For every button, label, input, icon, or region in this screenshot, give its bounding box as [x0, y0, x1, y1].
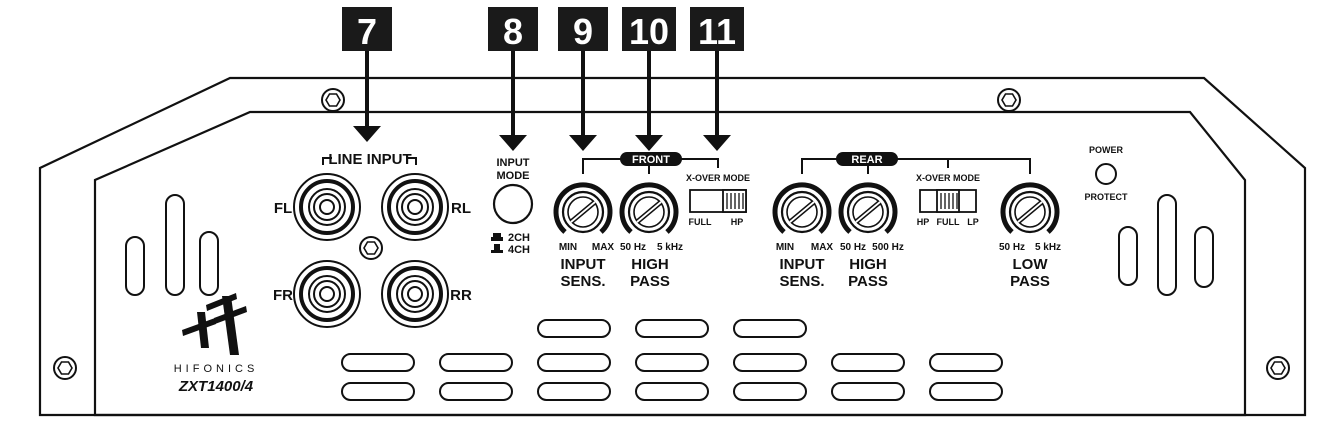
screw-top-left	[321, 88, 345, 112]
front-sens-max: MAX	[592, 242, 615, 253]
screw-right	[1266, 356, 1290, 380]
rca-rl-jack[interactable]	[380, 172, 450, 242]
rear-low-pass-knob[interactable]	[1003, 185, 1057, 232]
button-down-icon	[491, 244, 503, 253]
power-label: POWER	[1089, 145, 1124, 155]
rear-xover-hp: HP	[917, 217, 930, 227]
rear-lp-label-1: LOW	[1013, 256, 1049, 273]
rear-sens-label-2: SENS.	[779, 273, 824, 290]
rear-channel-group: REAR MIN MAX INPUT SENS. 50 Hz 500 Hz HI…	[775, 152, 1061, 290]
input-mode-group: INPUT MODE 2CH 4CH	[491, 157, 534, 256]
front-xover-hp: HP	[731, 217, 744, 227]
screw-left	[53, 356, 77, 380]
front-xover-title: X-OVER MODE	[686, 173, 750, 183]
rca-fr-jack[interactable]	[292, 259, 362, 329]
front-hp-low: 50 Hz	[620, 242, 646, 253]
callout-8: 8	[488, 7, 538, 151]
input-mode-label-1: INPUT	[497, 157, 530, 169]
power-protect-indicator: POWER PROTECT	[1084, 145, 1128, 202]
front-xover-full: FULL	[689, 217, 712, 227]
front-sens-min: MIN	[559, 242, 577, 253]
line-input-title: LINE INPUT	[328, 151, 411, 168]
protect-label: PROTECT	[1084, 192, 1128, 202]
rear-lp-low: 50 Hz	[999, 242, 1025, 253]
rear-pill	[836, 152, 898, 166]
front-xover-switch[interactable]	[689, 189, 747, 213]
rear-hp-high: 500 Hz	[872, 242, 904, 253]
input-mode-button[interactable]	[492, 183, 534, 225]
svg-text:11: 11	[698, 11, 736, 52]
front-hp-label-1: HIGH	[631, 256, 669, 273]
rear-xover-lp: LP	[967, 217, 979, 227]
front-sens-label-1: INPUT	[561, 256, 606, 273]
screw-top-right	[997, 88, 1021, 112]
screw-center	[359, 236, 383, 260]
mode-2ch-label: 2CH	[508, 232, 530, 244]
front-title: FRONT	[632, 154, 670, 166]
svg-text:10: 10	[629, 11, 669, 52]
rear-title: REAR	[851, 154, 882, 166]
rear-hp-label-1: HIGH	[849, 256, 887, 273]
callout-9: 9	[558, 7, 608, 151]
hifonics-logo-icon	[182, 293, 247, 355]
rear-xover-title: X-OVER MODE	[916, 173, 980, 183]
rr-label: RR	[450, 287, 472, 304]
button-up-icon	[491, 233, 503, 241]
rear-hp-label-2: PASS	[848, 273, 888, 290]
status-led	[1095, 163, 1117, 185]
svg-text:9: 9	[573, 11, 593, 52]
rear-hp-low: 50 Hz	[840, 242, 866, 253]
front-pill	[620, 152, 682, 166]
panel-outline	[38, 76, 1307, 417]
rear-xover-switch[interactable]	[919, 189, 977, 213]
front-input-sens-knob[interactable]	[556, 185, 610, 232]
rear-sens-label-1: INPUT	[780, 256, 825, 273]
model-name: ZXT1400/4	[178, 378, 254, 395]
rear-sens-min: MIN	[776, 242, 794, 253]
rca-fl-jack[interactable]	[292, 172, 362, 242]
rear-high-pass-knob[interactable]	[841, 185, 895, 232]
line-input-group: LINE INPUT FL RL FR RR	[273, 151, 472, 329]
rca-rr-jack[interactable]	[380, 259, 450, 329]
rl-label: RL	[451, 200, 471, 217]
front-hp-label-2: PASS	[630, 273, 670, 290]
front-hp-high: 5 kHz	[657, 242, 683, 253]
vent-left	[125, 194, 219, 296]
mode-4ch-label: 4CH	[508, 244, 530, 256]
svg-text:8: 8	[503, 11, 523, 52]
vent-right	[1118, 194, 1214, 296]
rear-lp-high: 5 kHz	[1035, 242, 1061, 253]
fr-label: FR	[273, 287, 293, 304]
brand-name: HIFONICS	[174, 363, 259, 375]
svg-text:7: 7	[357, 11, 377, 52]
rear-lp-label-2: PASS	[1010, 273, 1050, 290]
callout-11: 11	[690, 7, 744, 151]
fl-label: FL	[274, 200, 292, 217]
front-channel-group: FRONT MIN MAX INPUT SENS. 50 Hz 5 kHz HI…	[556, 152, 750, 290]
rear-sens-max: MAX	[811, 242, 834, 253]
rear-input-sens-knob[interactable]	[775, 185, 829, 232]
front-sens-label-2: SENS.	[560, 273, 605, 290]
vent-bottom	[341, 319, 1003, 401]
rear-xover-full: FULL	[937, 217, 960, 227]
callout-7: 7	[342, 7, 392, 142]
input-mode-label-2: MODE	[497, 170, 530, 182]
front-high-pass-knob[interactable]	[622, 185, 676, 232]
callout-10: 10	[622, 7, 676, 151]
